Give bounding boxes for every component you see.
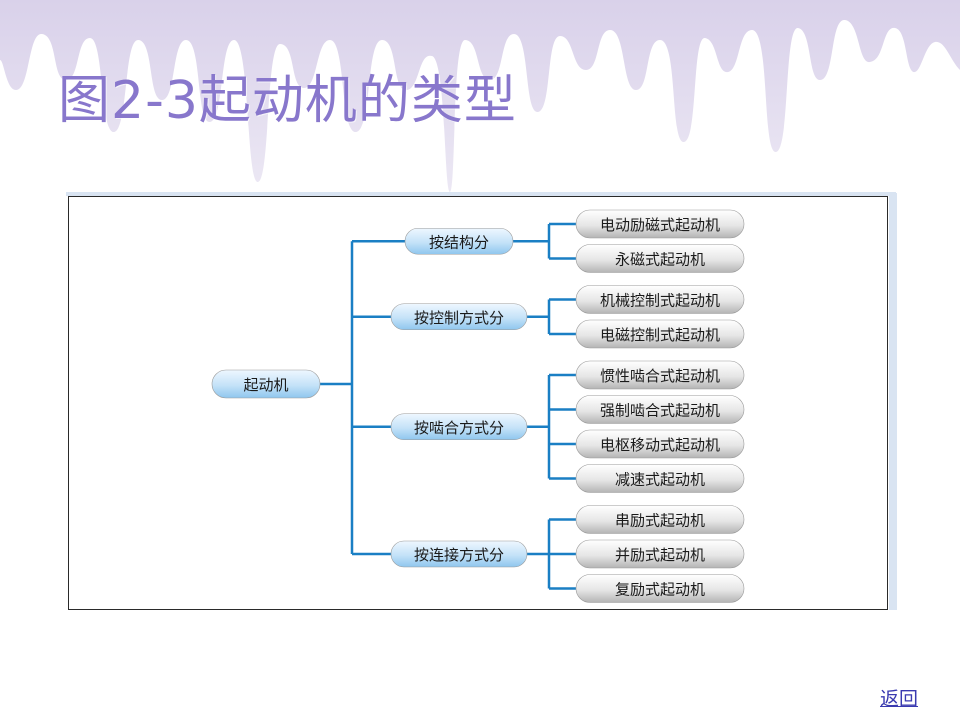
leaf-node-label: 强制啮合式起动机 <box>600 402 720 420</box>
leaf-node-shape <box>575 574 745 603</box>
leaf-node: 并励式起动机 <box>575 539 745 569</box>
category-node: 按连接方式分 <box>390 540 528 568</box>
leaf-node-shape <box>575 244 745 273</box>
leaf-node-label: 电磁控制式起动机 <box>600 326 720 344</box>
back-link[interactable]: 返回 <box>880 688 919 710</box>
diagram-frame: 起动机 按结构分 电动励磁式起动机永磁式起动机按控制方式分 机械控制式起动机电磁控制式… <box>66 192 897 610</box>
category-node: 按结构分 <box>404 227 514 255</box>
leaf-node-label: 串励式起动机 <box>615 512 705 530</box>
leaf-node-shape <box>575 319 745 349</box>
leaf-node-label: 减速式起动机 <box>615 471 705 489</box>
leaf-node-label: 电枢移动式起动机 <box>600 436 720 454</box>
root-node: 起动机 <box>211 369 321 399</box>
leaf-node: 机械控制式起动机 <box>575 285 745 314</box>
leaf-node-label: 并励式起动机 <box>615 546 705 564</box>
root-node-label: 起动机 <box>243 376 288 394</box>
leaf-node-shape <box>575 429 745 459</box>
category-node-label: 按啮合方式分 <box>414 419 504 437</box>
connector-lines <box>320 222 576 590</box>
category-node-shape <box>404 227 514 255</box>
leaf-node: 永磁式起动机 <box>575 244 745 273</box>
leaf-node-shape <box>575 285 745 314</box>
leaf-node: 电动励磁式起动机 <box>575 209 745 239</box>
leaf-node-shape <box>575 395 745 424</box>
leaf-node-label: 惯性啮合式起动机 <box>600 367 720 385</box>
leaf-node-label: 永磁式起动机 <box>615 251 705 269</box>
leaf-node: 减速式起动机 <box>575 464 745 493</box>
leaf-node-label: 复励式起动机 <box>615 581 705 599</box>
category-node: 按啮合方式分 <box>390 413 528 441</box>
leaf-node: 电枢移动式起动机 <box>575 429 745 459</box>
leaf-node-shape <box>575 360 745 390</box>
leaf-node-shape <box>575 505 745 534</box>
decorative-drip-banner <box>0 0 960 192</box>
category-node-shape <box>390 303 528 331</box>
leaf-node: 强制啮合式起动机 <box>575 395 745 424</box>
root-node-shape <box>211 369 321 399</box>
leaf-node-label: 电动励磁式起动机 <box>600 216 720 234</box>
category-node-label: 按连接方式分 <box>414 546 504 564</box>
category-node: 按控制方式分 <box>390 303 528 331</box>
leaf-node-shape <box>575 539 745 569</box>
leaf-node-shape <box>575 464 745 493</box>
leaf-node: 串励式起动机 <box>575 505 745 534</box>
leaf-node: 电磁控制式起动机 <box>575 319 745 349</box>
category-node-shape <box>390 540 528 568</box>
leaf-node: 惯性啮合式起动机 <box>575 360 745 390</box>
category-node-label: 按结构分 <box>429 233 489 251</box>
slide-title: 图2-3起动机的类型 <box>58 71 517 131</box>
leaf-node-label: 机械控制式起动机 <box>600 292 720 310</box>
category-node-shape <box>390 413 528 441</box>
leaf-node: 复励式起动机 <box>575 574 745 603</box>
category-node-label: 按控制方式分 <box>414 309 504 327</box>
leaf-node-shape <box>575 209 745 239</box>
